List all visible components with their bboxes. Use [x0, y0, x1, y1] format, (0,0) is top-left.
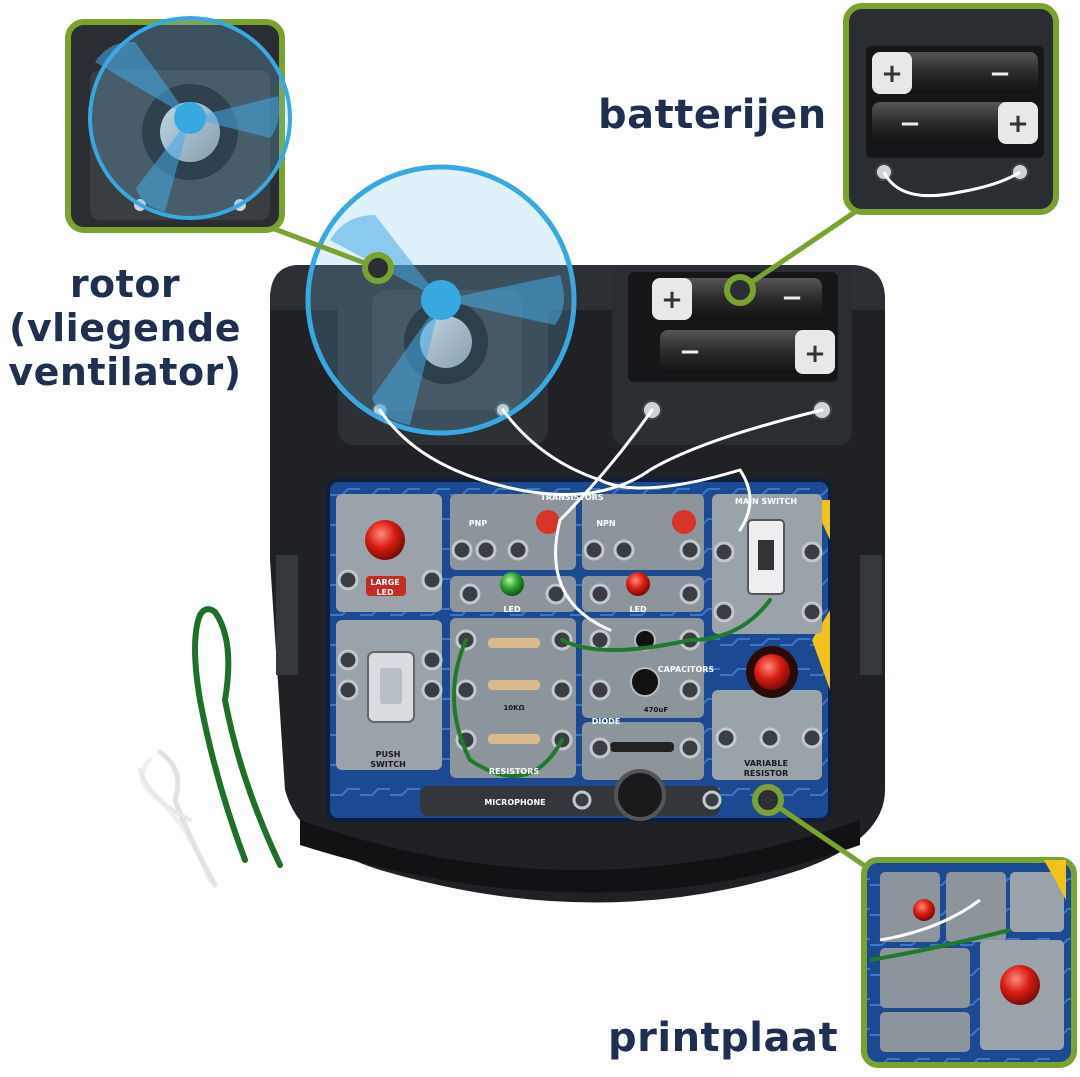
label-capacitors: CAPACITORS — [658, 665, 715, 674]
rotor-label-line-1: rotor — [69, 262, 181, 306]
label-led-red: LED — [629, 605, 647, 614]
label-push-switch-1: PUSH — [376, 750, 401, 759]
label-variable-resistor-1: VARIABLE — [744, 759, 788, 768]
label-diode: DIODE — [592, 717, 621, 726]
loose-wires — [138, 606, 283, 888]
label-led-green: LED — [503, 605, 521, 614]
label-variable-resistor-2: RESISTOR — [744, 769, 789, 778]
batteries-label: batterijen — [598, 92, 827, 138]
label-large-led-1: LARGE — [370, 578, 399, 587]
svg-text:+: + — [881, 59, 903, 89]
label-main-switch: MAIN SWITCH — [735, 497, 797, 506]
label-microphone: MICROPHONE — [484, 798, 545, 807]
battery-holder: + + − − — [612, 265, 852, 445]
rotor-label-line-3: ventilator) — [8, 350, 242, 394]
label-capacitor-value: 470uF — [644, 706, 669, 714]
svg-text:+: + — [1007, 109, 1029, 139]
terminal-sockets — [337, 539, 823, 810]
pcb-inset — [861, 857, 1077, 1068]
pcb-label: printplaat — [608, 1015, 839, 1061]
board-labels: TRANSISTORS PNP NPN MAIN SWITCH LARGE LE… — [370, 493, 797, 807]
rotor-inset — [65, 16, 292, 233]
svg-text:−: − — [989, 59, 1011, 89]
label-pnp: PNP — [469, 519, 488, 528]
jumper-wires — [378, 408, 824, 778]
svg-text:−: − — [679, 337, 701, 367]
pcb-panel — [326, 478, 832, 822]
svg-text:+: + — [804, 339, 826, 369]
rotor-label: rotor (vliegende ventilator) — [0, 262, 250, 394]
label-transistors: TRANSISTORS — [540, 493, 603, 502]
svg-text:−: − — [781, 283, 803, 313]
label-resistor-value: 10KΩ — [503, 704, 524, 712]
label-resistors: RESISTORS — [489, 767, 540, 776]
fan-rotor — [305, 164, 577, 436]
label-npn: NPN — [596, 519, 615, 528]
label-large-led-2: LED — [376, 588, 394, 597]
svg-text:−: − — [899, 109, 921, 139]
label-push-switch-2: SWITCH — [370, 760, 406, 769]
rotor-label-line-2: (vliegende — [9, 306, 241, 350]
svg-text:+: + — [661, 285, 683, 315]
callout-dots — [362, 252, 784, 816]
callout-lines — [271, 207, 870, 871]
battery-inset: + − + − — [843, 3, 1059, 215]
